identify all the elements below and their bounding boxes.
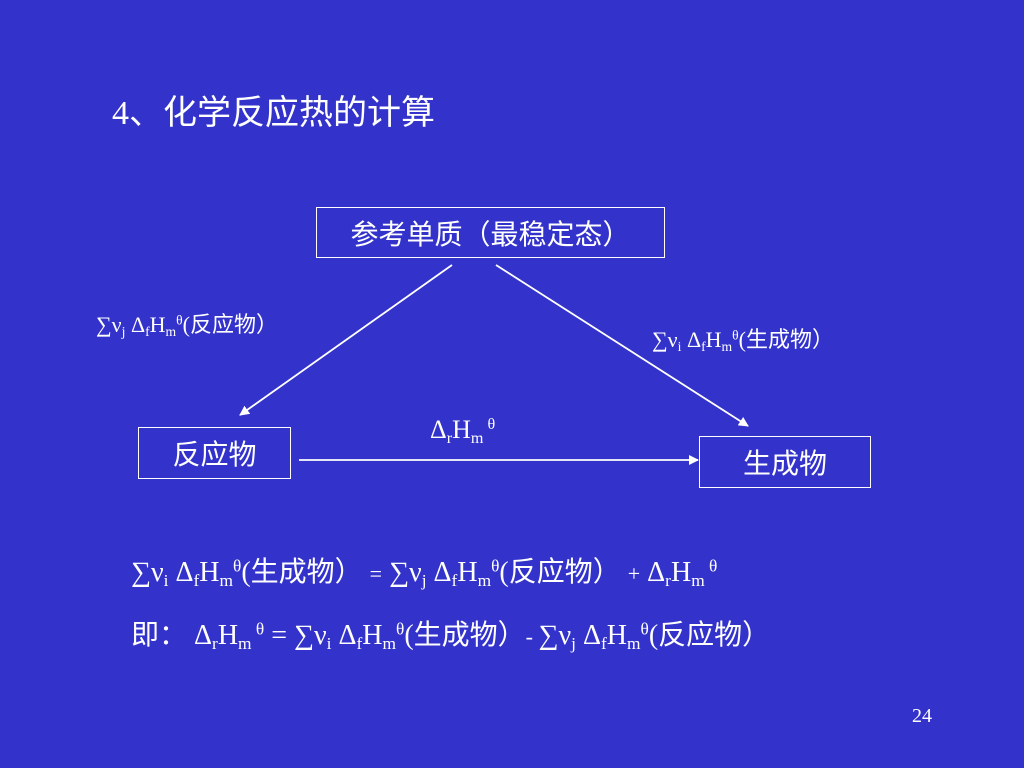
subscript-r: r <box>212 634 218 654</box>
reactants-label: 反应物 <box>172 440 257 471</box>
reactants-paren: (反应物） <box>182 312 278 337</box>
subscript-f: f <box>193 571 200 591</box>
products-label: 生成物 <box>742 449 827 480</box>
enthalpy-H: H <box>199 557 220 588</box>
delta: Δ <box>681 327 702 352</box>
arrow-reference-to-product <box>495 264 749 427</box>
subscript-m: m <box>470 429 484 447</box>
delta: Δ <box>194 620 213 651</box>
sum-nu: ∑ν <box>294 620 327 651</box>
delta: Δ <box>430 415 447 444</box>
subscript-j: j <box>421 571 427 591</box>
superscript-theta: θ <box>233 556 242 576</box>
enthalpy-H: H <box>452 415 471 444</box>
enthalpy-H: H <box>457 557 478 588</box>
subscript-r: r <box>665 571 671 591</box>
enthalpy-H: H <box>217 620 239 651</box>
subscript-j: j <box>571 634 576 654</box>
delta: Δ <box>168 557 194 588</box>
subscript-r: r <box>446 429 453 447</box>
delta: Δ <box>426 557 452 588</box>
superscript-theta: θ <box>732 327 739 343</box>
reference-elements-label: 参考单质（最稳定态） <box>350 219 631 251</box>
delta: Δ <box>640 557 666 588</box>
right-arrow-label: ∑νi ΔfHmθ(生成物） <box>652 326 834 354</box>
enthalpy-H: H <box>362 620 383 651</box>
equation-prefix: 即： <box>131 620 188 651</box>
reactants-paren: (反应物） <box>499 557 621 588</box>
subscript-f: f <box>356 634 363 654</box>
superscript-theta: θ <box>483 416 496 434</box>
delta: Δ <box>125 312 146 337</box>
subscript-m: m <box>477 571 492 591</box>
subscript-m: m <box>626 634 641 654</box>
products-paren: (生成物） <box>738 327 834 352</box>
products-paren: (生成物） <box>241 557 363 588</box>
subscript-j: j <box>121 324 126 340</box>
page-number: 24 <box>912 705 932 727</box>
subscript-m: m <box>721 339 733 355</box>
equation-2: 即： ΔrHm θ = ∑νi ΔfHmθ(生成物）- ∑νj ΔfHmθ(反应… <box>131 618 770 655</box>
equation-1: ∑νi ΔfHmθ(生成物） = ∑νj ΔfHmθ(反应物） + ΔrHm θ <box>131 555 717 592</box>
left-arrow-label: ∑νj ΔfHmθ(反应物） <box>96 311 278 339</box>
minus-sign: - <box>525 624 539 649</box>
enthalpy-H: H <box>670 557 692 588</box>
sum-nu: ∑ν <box>652 327 678 352</box>
superscript-theta: θ <box>251 619 265 639</box>
enthalpy-H: H <box>149 312 166 337</box>
sum-nu: ∑ν <box>96 312 122 337</box>
subscript-f: f <box>701 339 706 355</box>
subscript-m: m <box>219 571 233 591</box>
subscript-m: m <box>165 324 177 340</box>
enthalpy-H: H <box>705 327 722 352</box>
equals-sign: = <box>264 620 295 651</box>
subscript-i: i <box>677 339 682 355</box>
products-paren: (生成物） <box>404 620 526 651</box>
reference-elements-box: 参考单质（最稳定态） <box>316 207 665 258</box>
reactants-box: 反应物 <box>138 427 291 479</box>
subscript-f: f <box>600 634 607 654</box>
superscript-theta: θ <box>491 556 500 576</box>
superscript-theta: θ <box>704 556 718 576</box>
subscript-f: f <box>145 324 150 340</box>
delta: Δ <box>331 620 357 651</box>
superscript-theta: θ <box>396 619 405 639</box>
arrow-reference-to-reactant <box>239 264 453 416</box>
equals-sign: = <box>369 561 383 586</box>
superscript-theta: θ <box>176 312 183 328</box>
subscript-m: m <box>238 634 252 654</box>
subscript-m: m <box>382 634 397 654</box>
middle-arrow-label: ΔrHm θ <box>430 414 495 446</box>
enthalpy-H: H <box>606 620 627 651</box>
sum-nu: ∑ν <box>538 620 572 651</box>
sum-nu: ∑ν <box>131 557 164 588</box>
subscript-i: i <box>326 634 332 654</box>
subscript-f: f <box>451 571 458 591</box>
delta: Δ <box>575 620 601 651</box>
slide-title: 4、化学反应热的计算 <box>112 95 435 132</box>
plus-sign: + <box>627 561 641 586</box>
superscript-theta: θ <box>640 619 649 639</box>
subscript-i: i <box>163 571 169 591</box>
products-box: 生成物 <box>699 436 871 488</box>
sum-nu: ∑ν <box>382 557 422 588</box>
subscript-m: m <box>691 571 705 591</box>
reactants-paren: (反应物） <box>648 620 771 651</box>
